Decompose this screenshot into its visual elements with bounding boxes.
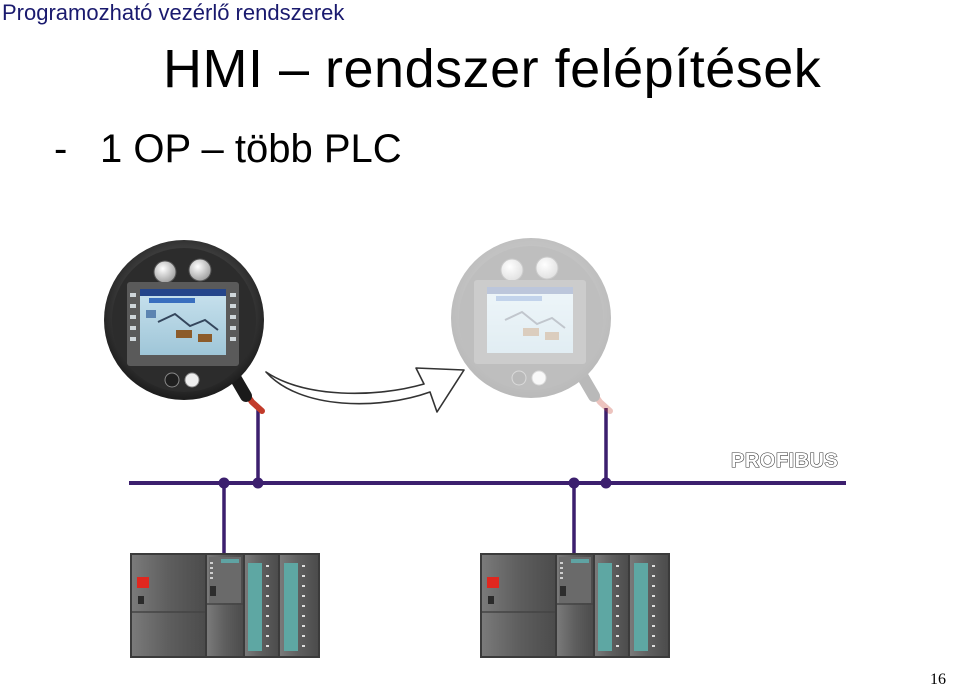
bus-junction [252, 477, 264, 489]
bus-junction [568, 477, 580, 489]
power-button-icon [531, 370, 547, 386]
profibus-label: PROFIBUS [731, 450, 838, 472]
operator-panel-active [104, 240, 265, 414]
bus-junction [218, 477, 230, 489]
plc-status-led [137, 577, 149, 588]
page-number: 16 [930, 671, 946, 688]
plc-rack-1 [130, 553, 320, 658]
plc-power-supply [482, 555, 555, 656]
operator-panel-ghost [451, 238, 613, 414]
enable-button-icon [164, 372, 180, 388]
plc-status-led [487, 577, 499, 588]
emergency-knob-icon [153, 260, 177, 284]
transfer-arrow-icon [265, 367, 465, 413]
slide-title: HMI – rendszer felépítések [163, 39, 822, 99]
keyswitch-knob-icon [188, 258, 212, 282]
hmi-screen [487, 287, 573, 353]
plc-rack-2 [480, 553, 670, 658]
bus-junction [600, 477, 612, 489]
plc-power-supply [132, 555, 205, 656]
power-button-icon [184, 372, 200, 388]
bullet-item: -1 OP – több PLC [54, 127, 402, 172]
emergency-knob-icon [500, 258, 524, 282]
enable-button-icon [511, 370, 527, 386]
course-header: Programozható vezérlő rendszerek [2, 0, 345, 25]
profibus-bus [129, 408, 846, 555]
bullet-text: 1 OP – több PLC [100, 127, 402, 171]
bullet-dash: - [54, 127, 68, 171]
keyswitch-knob-icon [535, 256, 559, 280]
